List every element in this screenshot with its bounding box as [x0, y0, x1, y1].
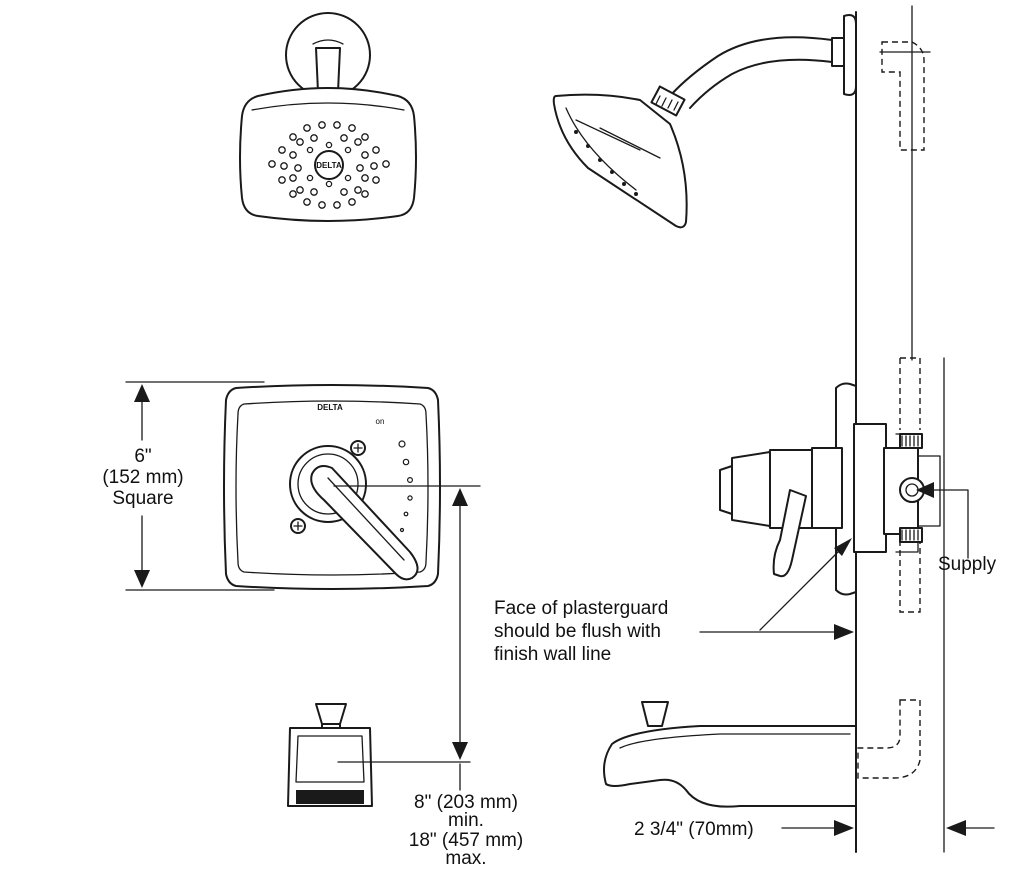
temperature-dots: [398, 440, 414, 533]
dimension-spout-depth: [781, 820, 995, 836]
showerhead-front-view: DELTA: [239, 12, 417, 222]
dimension-spout-height: [333, 485, 481, 791]
leader-supply: [916, 482, 969, 559]
tub-spout-front-view: [287, 703, 373, 807]
valve-side-view: [719, 382, 941, 596]
spout-min-label: min.: [448, 810, 484, 831]
leader-plasterguard: [699, 538, 854, 640]
spout-min-height-label: 8" (203 mm): [414, 792, 518, 813]
supply-label: Supply: [938, 554, 997, 575]
dim-6in-label: 6": [134, 446, 151, 467]
trim-brand-logo: DELTA: [317, 403, 343, 412]
plasterguard-note-line3: finish wall line: [494, 644, 611, 665]
spout-max-label: max.: [445, 848, 486, 869]
hidden-piping: [857, 41, 925, 779]
plasterguard-note-line1: Face of plasterguard: [494, 598, 668, 619]
valve-trim-front-view: DELTA on: [223, 384, 441, 590]
dim-152mm-label: (152 mm): [102, 467, 183, 488]
spray-nozzles: [268, 121, 390, 209]
dim-square-label: Square: [112, 488, 173, 509]
spout-depth-label: 2 3/4" (70mm): [634, 819, 754, 840]
spout-max-height-label: 18" (457 mm): [409, 830, 523, 851]
showerhead-brand-logo: DELTA: [316, 161, 342, 170]
dimension-6in: [125, 381, 275, 591]
showerhead-side-view: [552, 14, 857, 229]
plasterguard-note-line2: should be flush with: [494, 621, 661, 642]
tub-spout-side-view: [603, 701, 857, 808]
on-marker: on: [376, 417, 385, 426]
